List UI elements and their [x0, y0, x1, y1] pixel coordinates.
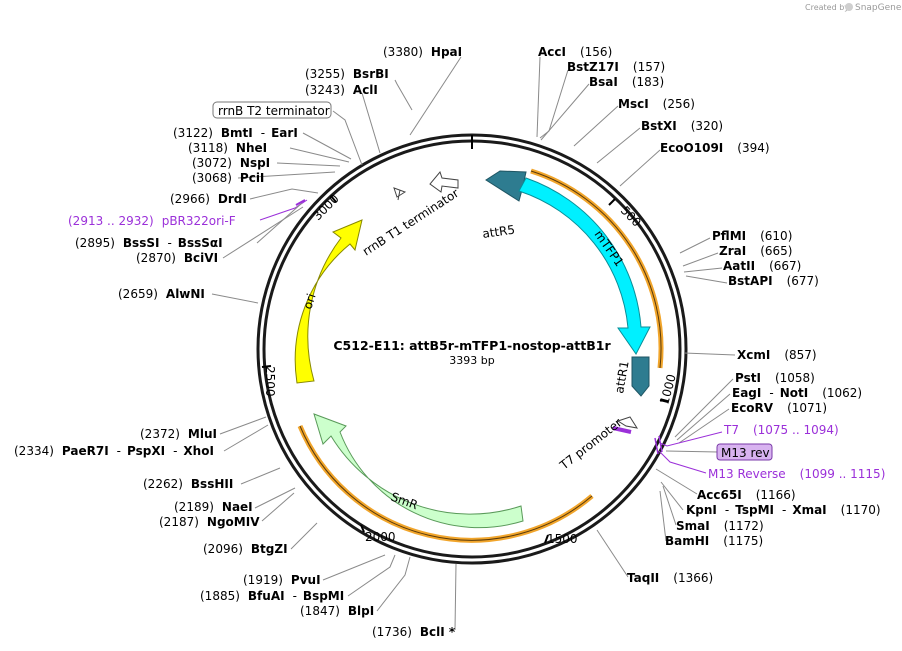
- T7-primer-mark: [612, 426, 632, 434]
- tick-label-3000: 3000: [310, 192, 341, 223]
- tick-label-1500: 1500: [547, 532, 578, 546]
- label-NheI: (3118)NheI: [188, 141, 267, 155]
- attR1-label: attR1: [612, 360, 631, 395]
- label-BfuAI-BspMI: (1885)BfuAI-BspMI: [200, 589, 344, 603]
- label-PaeR7I-PspXI-XhoI: (2334)PaeR7I-PspXI-XhoI: [14, 444, 214, 458]
- orange-arc-bottom-inner: [299, 425, 593, 541]
- label-AlwNI: (2659)AlwNI: [118, 287, 205, 301]
- tick-label-2000: 2000: [365, 530, 396, 544]
- label-BmtI-EarI: (3122)BmtI-EarI: [173, 126, 298, 140]
- label-rrnB-T2-terminator: rrnB T2 terminator: [212, 101, 332, 119]
- label-DrdI: (2966)DrdI: [170, 192, 247, 206]
- ori-label: ori: [301, 292, 319, 311]
- T7-promoter-label: T7 promoter: [556, 415, 624, 473]
- label-TaqII: TaqII(1366): [627, 571, 713, 585]
- rrnB-T1-terminator-feature: [429, 170, 459, 193]
- attR1-feature: [631, 356, 650, 397]
- plasmid-size: 3393 bp: [449, 354, 494, 367]
- label-AatII: AatII(667): [723, 259, 801, 273]
- label-MscI: MscI(256): [618, 97, 695, 111]
- tick-2000: 2000: [360, 524, 396, 544]
- label-EagI-NotI: EagI-NotI(1062): [732, 386, 862, 400]
- label-PciI: (3068)PciI: [192, 171, 264, 185]
- label-NspI: (3072)NspI: [192, 156, 270, 170]
- label-BstZ17I: BstZ17I(157): [567, 60, 665, 74]
- label-MluI: (2372)MluI: [140, 427, 217, 441]
- label-BsaI: BsaI(183): [589, 75, 664, 89]
- label-KpnI-TspMI-XmaI: KpnI-TspMI-XmaI(1170): [686, 503, 881, 517]
- tick-2500: 2500: [261, 365, 277, 397]
- label-M13-Reverse: M13 Reverse(1099 .. 1115): [708, 467, 885, 481]
- label-pBR322ori-F: (2913 .. 2932)pBR322ori-F: [68, 214, 236, 228]
- rrnB-T1-terminator-label: rrnB T1 terminator: [360, 186, 461, 259]
- label-EcoO109I: EcoO109I(394): [660, 141, 770, 155]
- label-XcmI: XcmI(857): [737, 348, 817, 362]
- label-BstXI: BstXI(320): [641, 119, 723, 133]
- SmR-label: SmR: [389, 490, 420, 513]
- label-SmaI: SmaI(1172): [676, 519, 764, 533]
- tick-1500: 1500: [544, 532, 578, 546]
- label-AclI: (3243)AclI: [305, 83, 378, 97]
- label-PstI: PstI(1058): [735, 371, 815, 385]
- T7-promoter-feature: [616, 416, 639, 429]
- label-NaeI: (2189)NaeI: [174, 500, 253, 514]
- label-M13-rev: M13 rev: [716, 443, 773, 461]
- label-BamHI: BamHI(1175): [665, 534, 763, 548]
- credit-brand: SnapGene: [855, 3, 902, 13]
- orange-arc-top-right-inner: [530, 170, 662, 369]
- label-BstAPI: BstAPI(677): [728, 274, 819, 288]
- label-PvuI: (1919)PvuI: [243, 573, 321, 587]
- leader-lines-right: [536, 56, 736, 578]
- label-T7: T7(1075 .. 1094): [723, 423, 839, 437]
- label-EcoRV: EcoRV(1071): [731, 401, 827, 415]
- label-BssHII: (2262)BssHII: [143, 477, 233, 491]
- label-BciVI: (2870)BciVI: [136, 251, 218, 265]
- label-PflMI: PflMI(610): [712, 229, 792, 243]
- rrnB-T2-terminator-feature: [393, 187, 407, 201]
- label-AccI: AccI(156): [538, 45, 612, 59]
- label-Acc65I: Acc65I(1166): [697, 488, 796, 502]
- leader-lines-left: [211, 56, 462, 631]
- primer-marks-right: [295, 199, 663, 455]
- credit-text: Created by: [805, 3, 849, 12]
- attR5-feature: [485, 170, 527, 202]
- label-NgoMIV: (2187)NgoMIV: [159, 515, 260, 529]
- mTFP1-feature: [518, 177, 651, 355]
- label-HpaI: (3380)HpaI: [383, 45, 462, 59]
- label-BssSI-BssSaI: (2895)BssSI-BssSαI: [75, 236, 223, 250]
- label-BlpI: (1847)BlpI: [300, 604, 374, 618]
- attR5-label: attR5: [481, 223, 515, 241]
- label-BclI: (1736)BclI *: [372, 625, 456, 639]
- plasmid-name: C512-E11: attB5r-mTFP1-nostop-attB1r: [333, 338, 611, 353]
- label-BtgZI: (2096)BtgZI: [203, 542, 288, 556]
- label-BsrBI: (3255)BsrBI: [305, 67, 389, 81]
- SmR-feature: [313, 413, 524, 529]
- ori-feature: [294, 219, 363, 384]
- tick-label-2500: 2500: [263, 366, 277, 397]
- svg-text:rrnB T2 terminator: rrnB T2 terminator: [218, 104, 330, 118]
- snapgene-logo-icon: [845, 3, 853, 11]
- tick-3000: 3000: [310, 192, 341, 223]
- label-ZraI: ZraI(665): [719, 244, 792, 258]
- svg-text:M13 rev: M13 rev: [721, 446, 770, 460]
